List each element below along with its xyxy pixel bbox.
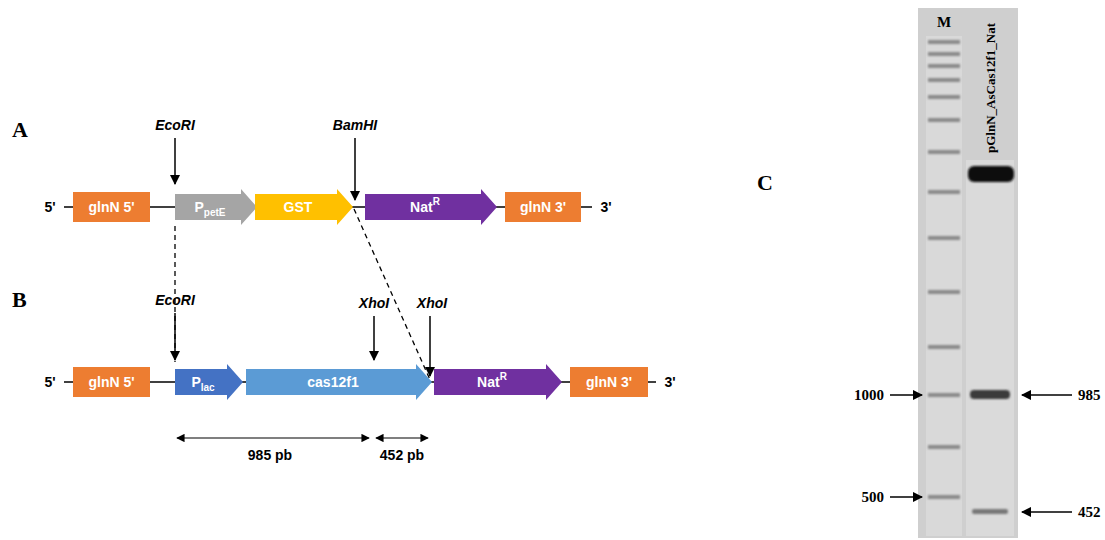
- size-marker: 500: [862, 490, 885, 505]
- site-arrow: [373, 316, 375, 360]
- dimension-arrow: [376, 437, 428, 438]
- node-label: NatR: [434, 364, 562, 400]
- gel-image: [918, 8, 1018, 538]
- node-label: PpetE: [175, 189, 257, 225]
- node-label: glnN 3': [505, 192, 581, 222]
- site-arrow: [429, 316, 431, 376]
- node-label: GST: [255, 189, 353, 225]
- sample-lane: [966, 160, 1014, 536]
- arrow-fill: [365, 189, 497, 225]
- size-marker: 452: [1078, 505, 1101, 520]
- ladder-bands: [928, 40, 960, 499]
- node-label: glnN 5': [73, 367, 150, 397]
- restriction-site: XhoI: [417, 296, 447, 310]
- marker-arrow-gene: NatR: [434, 364, 562, 400]
- restriction-site: BamHI: [333, 118, 377, 132]
- flank-box: glnN 5': [73, 367, 150, 397]
- panel-letter: C: [757, 172, 773, 194]
- part-name: glnN 5': [88, 199, 134, 215]
- arrow-fill: [255, 189, 353, 225]
- node-label: Plac: [175, 364, 243, 400]
- site-arrow: [174, 138, 176, 184]
- dimension-arrow: [177, 437, 369, 438]
- strand-end: 5': [44, 200, 55, 214]
- part-name: glnN 3': [586, 374, 632, 390]
- part-index: R: [500, 371, 507, 382]
- promoter-arrow: PpetE: [175, 189, 257, 225]
- panel-letter: A: [12, 119, 28, 141]
- marker-arrow-gene: NatR: [365, 189, 497, 225]
- marker-arrow: [890, 496, 922, 498]
- restriction-site: EcoRI: [155, 118, 195, 132]
- marker-arrow: [890, 394, 922, 396]
- part-name: Nat: [410, 199, 433, 215]
- arrow-fill: [246, 364, 432, 400]
- part-name: glnN 3': [520, 199, 566, 215]
- node-label: glnN 5': [73, 192, 150, 222]
- site-arrow: [354, 138, 356, 200]
- panel-letter: B: [12, 289, 27, 311]
- lane-label: pGlnN_AsCas12f1_Nat: [984, 23, 997, 153]
- part-name: Nat: [477, 374, 500, 390]
- arrow-fill: [175, 189, 257, 225]
- gene-arrow: cas12f1: [246, 364, 432, 400]
- ladder-lane: [926, 36, 962, 536]
- restriction-site: EcoRI: [155, 293, 195, 307]
- arrow-fill: [175, 364, 243, 400]
- gene-arrow: GST: [255, 189, 353, 225]
- node-label: cas12f1: [246, 364, 432, 400]
- size-marker: 985: [1078, 388, 1101, 403]
- part-index: R: [433, 196, 440, 207]
- lane-label: M: [937, 15, 951, 30]
- strand-end: 5': [44, 375, 55, 389]
- part-name: P: [194, 199, 203, 215]
- part-name: glnN 5': [88, 374, 134, 390]
- part-name: GST: [284, 199, 313, 215]
- part-name: P: [191, 374, 200, 390]
- sample-bands: [968, 166, 1014, 514]
- arrow-fill: [434, 364, 562, 400]
- promoter-arrow: Plac: [175, 364, 243, 400]
- strand-end: 3': [664, 375, 675, 389]
- flank-box: glnN 3': [505, 192, 581, 222]
- part-name: cas12f1: [307, 374, 358, 390]
- dimension-label: 452 pb: [380, 448, 424, 462]
- node-label: NatR: [365, 189, 497, 225]
- node-label: glnN 3': [570, 367, 648, 397]
- part-index: lac: [201, 382, 215, 393]
- restriction-site: XhoI: [359, 296, 389, 310]
- flank-box: glnN 5': [73, 192, 150, 222]
- dimension-label: 985 pb: [248, 448, 292, 462]
- part-index: petE: [204, 207, 226, 218]
- size-marker: 1000: [854, 388, 884, 403]
- flank-box: glnN 3': [570, 367, 648, 397]
- strand-end: 3': [600, 200, 611, 214]
- marker-arrow: [1022, 394, 1072, 396]
- marker-arrow: [1022, 511, 1072, 513]
